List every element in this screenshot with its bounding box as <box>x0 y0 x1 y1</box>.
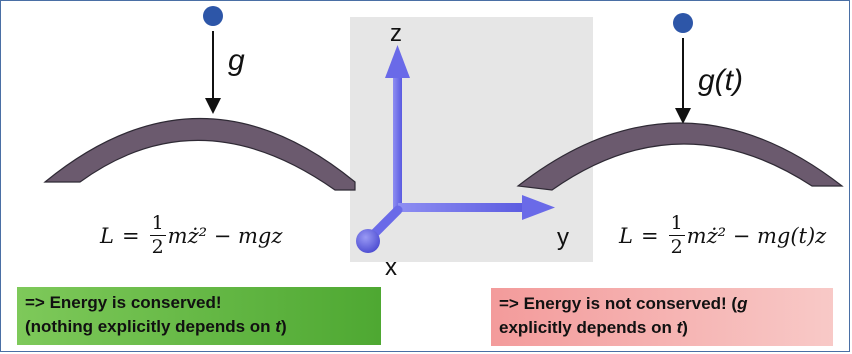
note-line-1: => Energy is not conserved! (g <box>499 292 825 316</box>
equals-sign: = <box>121 223 140 248</box>
fraction-numerator: 1 <box>668 212 685 236</box>
note-text: => Energy is not conserved! ( <box>499 294 738 313</box>
note-text: explicitly depends on <box>499 318 677 337</box>
y-axis-shaft <box>398 203 528 212</box>
note-text: ) <box>682 318 688 337</box>
left-arc-surface <box>43 117 356 191</box>
y-axis-arrowhead <box>522 195 555 220</box>
note-variable: t <box>275 317 281 336</box>
x-axis-ball <box>356 229 380 253</box>
z-axis-shaft <box>393 70 402 210</box>
z-axis-label: z <box>390 20 402 47</box>
fraction-numerator: 1 <box>149 212 166 236</box>
left-ball <box>203 6 223 26</box>
right-gravity-label: g(t) <box>698 64 743 97</box>
half-fraction: 1 2 <box>668 212 685 258</box>
note-variable: t <box>676 318 683 337</box>
fraction-denominator: 2 <box>151 236 164 258</box>
right-ball <box>673 13 693 33</box>
lagrangian-symbol: L <box>100 223 114 248</box>
note-text: (nothing explicitly depends on <box>25 317 276 336</box>
note-line-2: explicitly depends on t) <box>499 316 825 340</box>
lagrangian-terms: mż² − mgz <box>167 223 283 248</box>
left-gravity-label: g <box>228 44 245 77</box>
left-lagrangian: L = 1 2 mż² − mgz <box>100 214 282 257</box>
note-line-2: (nothing explicitly depends on t) <box>25 315 373 339</box>
fraction-denominator: 2 <box>670 236 683 258</box>
lagrangian-terms: mż² − mg(t)z <box>686 223 827 248</box>
energy-conserved-note: => Energy is conserved! (nothing explici… <box>17 287 381 345</box>
equals-sign: = <box>640 223 659 248</box>
lagrangian-symbol: L <box>619 223 633 248</box>
right-arc-surface <box>516 122 844 191</box>
x-axis-shaft <box>367 205 403 241</box>
x-axis-label: x <box>385 254 397 281</box>
note-line-1: => Energy is conserved! <box>25 293 222 312</box>
half-fraction: 1 2 <box>149 212 166 258</box>
z-axis-arrowhead <box>385 45 410 78</box>
note-text: ) <box>280 317 287 336</box>
y-axis-label: y <box>557 224 569 251</box>
energy-not-conserved-note: => Energy is not conserved! (g explicitl… <box>491 288 833 346</box>
right-lagrangian: L = 1 2 mż² − mg(t)z <box>619 214 826 257</box>
note-variable: g <box>737 294 748 313</box>
